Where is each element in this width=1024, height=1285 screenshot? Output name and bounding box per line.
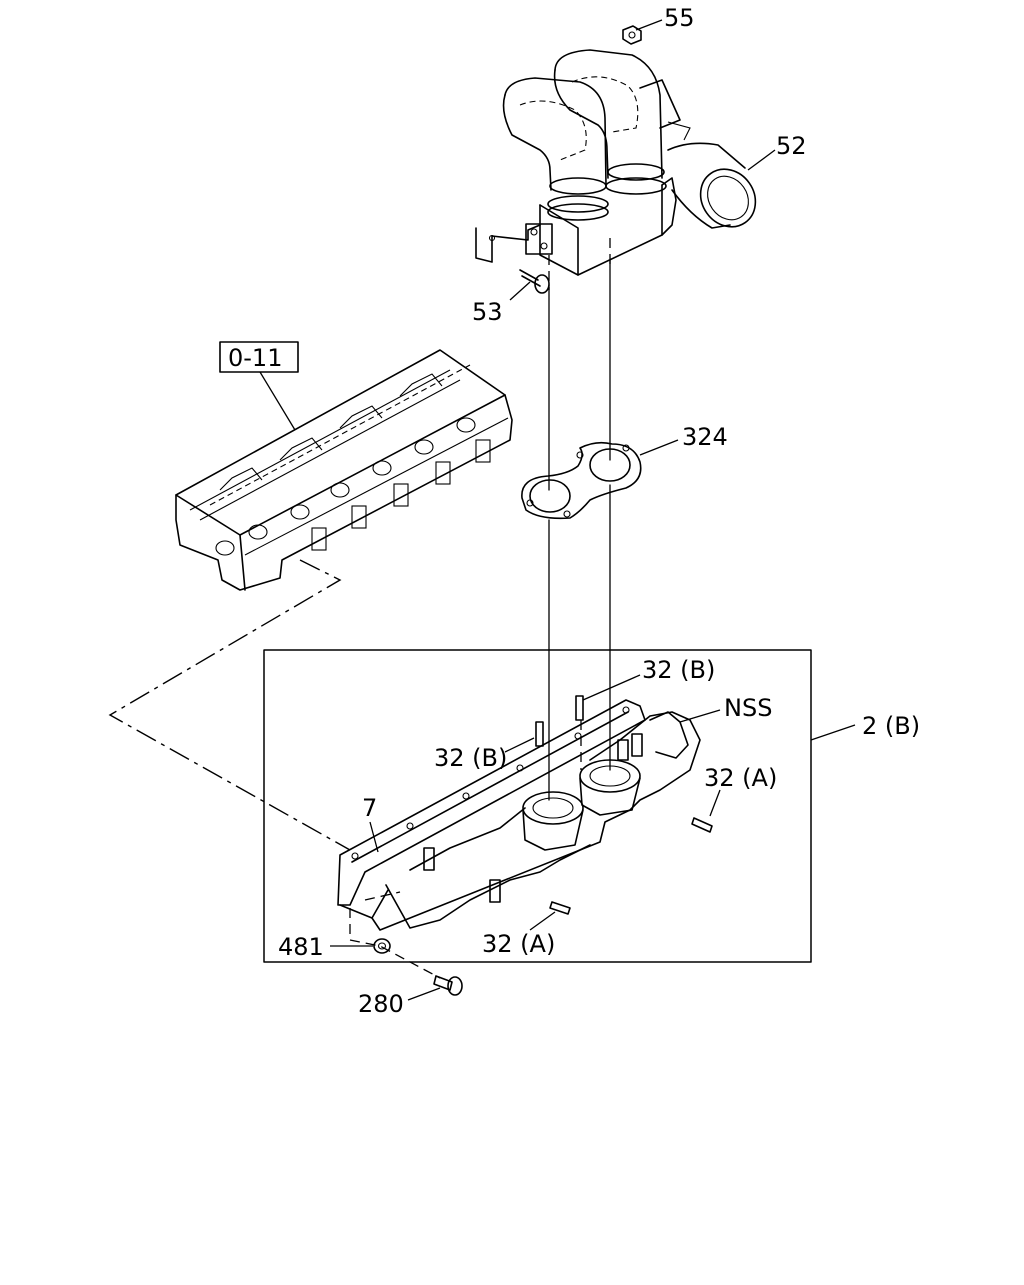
nut-55 xyxy=(622,25,642,45)
intake-pipe-assembly xyxy=(475,49,757,276)
label-32b-top: 32 (B) xyxy=(642,656,715,684)
label-55: 55 xyxy=(664,4,695,32)
leader-lines xyxy=(330,19,856,1001)
reference-box-0-11: 0-11 xyxy=(219,341,299,431)
label-32b-left: 32 (B) xyxy=(434,744,507,772)
gasket-324 xyxy=(521,441,642,520)
label-32a-bottom: 32 (A) xyxy=(482,930,555,958)
label-52: 52 xyxy=(776,132,807,160)
stud-32b xyxy=(535,695,584,747)
alignment-lines xyxy=(108,238,611,979)
label-324: 324 xyxy=(682,423,728,451)
stud-32a xyxy=(549,817,713,915)
label-32a-right: 32 (A) xyxy=(704,764,777,792)
reference-label: 0-11 xyxy=(228,344,282,372)
label-280: 280 xyxy=(358,990,404,1018)
washer-481 xyxy=(373,938,391,954)
bolt-53 xyxy=(519,269,550,294)
manifold-kit-frame xyxy=(263,649,812,963)
part-labels: 55 52 53 324 32 (B) NSS 2 (B) 32 (B) 32 … xyxy=(278,4,920,1018)
label-481: 481 xyxy=(278,933,324,961)
label-nss: NSS xyxy=(724,694,772,722)
intake-manifold xyxy=(337,699,701,931)
bolt-280 xyxy=(433,975,463,996)
label-7: 7 xyxy=(362,794,377,822)
cylinder-head xyxy=(175,349,513,591)
label-2b: 2 (B) xyxy=(862,712,920,740)
label-53: 53 xyxy=(472,298,503,326)
